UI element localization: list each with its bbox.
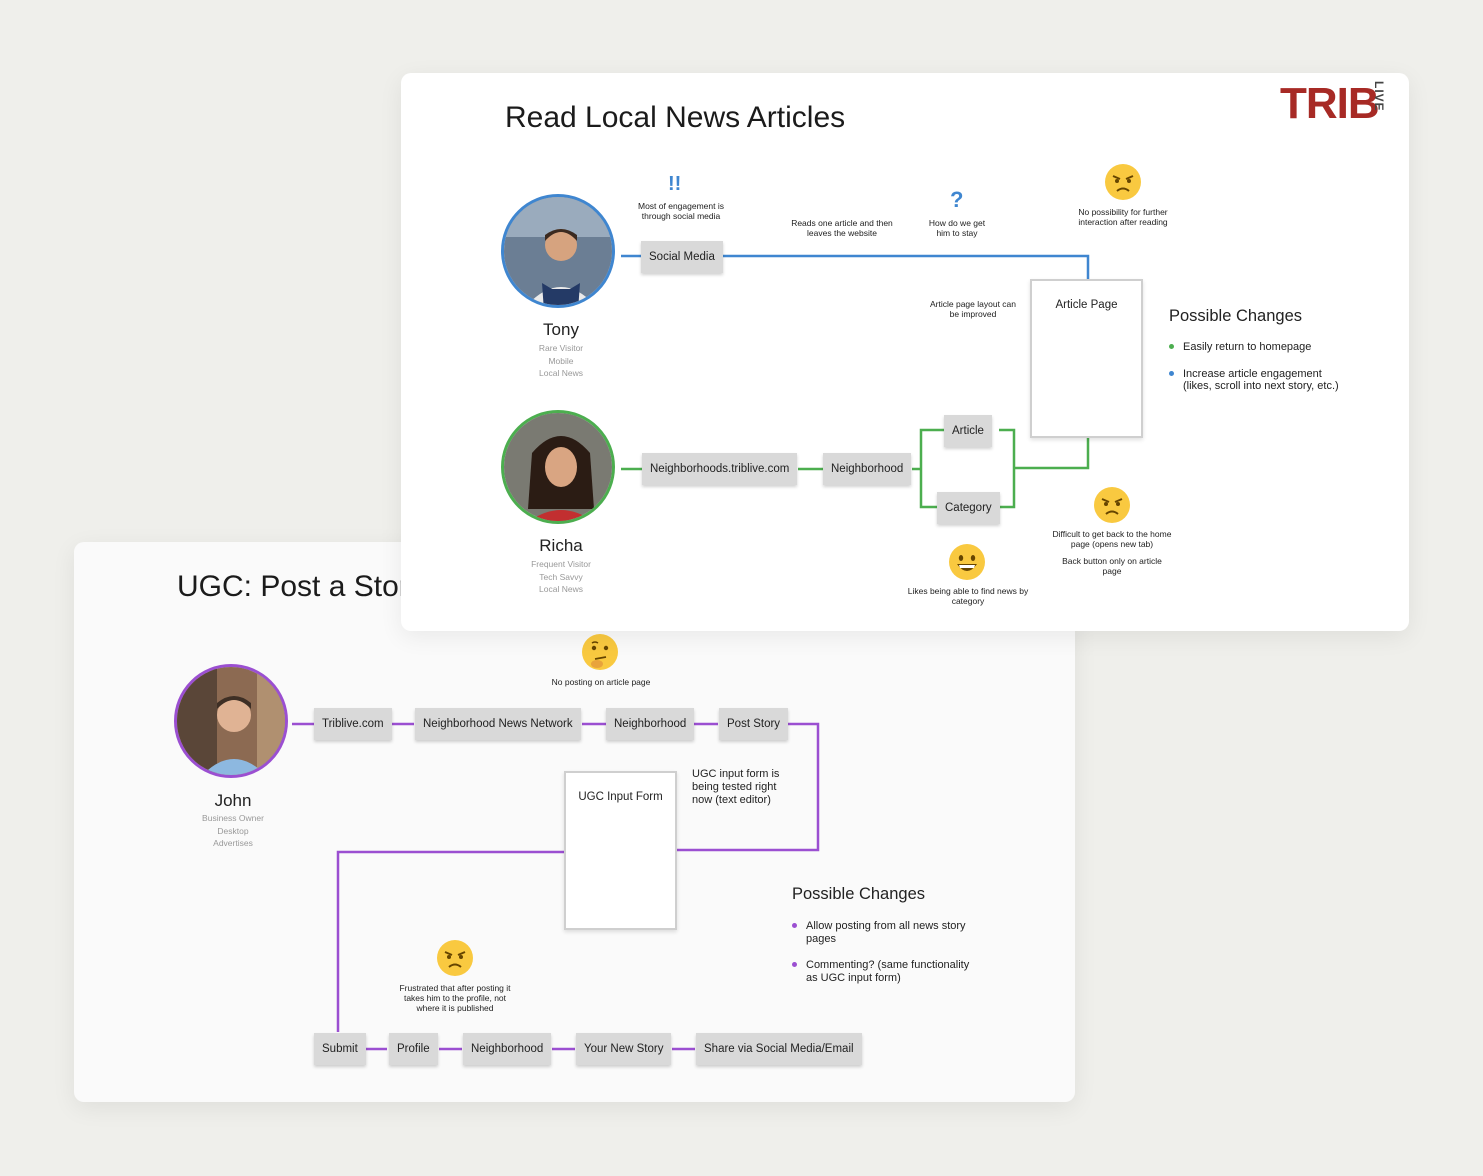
how-stay-note: How do we get him to stay: [928, 218, 986, 238]
neighborhoods-site-node[interactable]: Neighborhoods.triblive.com: [642, 453, 798, 485]
read-changes-title: Possible Changes: [1169, 307, 1302, 325]
angry-face-icon: [1094, 487, 1130, 523]
ugc-tested-note: UGC input form is being tested right now…: [692, 768, 780, 806]
frustrated-note: Frustrated that after posting it takes h…: [399, 983, 511, 1013]
neighborhood-node[interactable]: Neighborhood: [823, 453, 912, 485]
tony-meta: Rare Visitor Mobile Local News: [538, 343, 584, 378]
ugc-journey-card: UGC: Post a Story John Business Owner De…: [74, 542, 1075, 1102]
grinning-face-icon: [949, 544, 985, 580]
reads-one-note: Reads one article and then leaves the we…: [791, 218, 893, 238]
article-page-label: Article Page: [1055, 299, 1118, 311]
network-node[interactable]: Neighborhood News Network: [415, 708, 581, 740]
john-name: John: [214, 791, 252, 810]
tony-avatar: [501, 194, 615, 308]
no-posting-note: No posting on article page: [551, 677, 651, 687]
john-meta: Business Owner Desktop Advertises: [202, 813, 264, 848]
profile-node[interactable]: Profile: [389, 1033, 438, 1065]
layout-improve-note: Article page layout can be improved: [930, 299, 1016, 319]
triblive-logo-sub: LIVE: [1372, 81, 1386, 112]
question-icon: ?: [950, 187, 964, 212]
triblive-logo: TRIB: [1280, 79, 1380, 128]
read-changes-list: Easily return to homepage Increase artic…: [1169, 341, 1339, 407]
ugc-flow-connectors: [292, 722, 820, 1051]
submit-node[interactable]: Submit: [314, 1033, 366, 1065]
ugc-change-item: Allow posting from all news story pages: [792, 920, 972, 945]
neighborhood2-node[interactable]: Neighborhood: [463, 1033, 552, 1065]
ugc-changes-title: Possible Changes: [792, 885, 925, 903]
share-node[interactable]: Share via Social Media/Email: [696, 1033, 862, 1065]
difficult-back-note: Difficult to get back to the home page (…: [1052, 529, 1172, 549]
likes-category-note: Likes being able to find news by categor…: [907, 586, 1029, 606]
tony-name: Tony: [543, 320, 579, 339]
article-node[interactable]: Article: [944, 415, 992, 447]
read-flow-connectors: [621, 254, 1090, 509]
read-news-title: Read Local News Articles: [505, 101, 846, 134]
ugc-changes-list: Allow posting from all news story pages …: [792, 920, 972, 998]
richa-avatar: [501, 410, 615, 524]
angry-face-icon: [1105, 164, 1141, 200]
post-story-node[interactable]: Post Story: [719, 708, 789, 740]
social-media-node[interactable]: Social Media: [641, 241, 723, 273]
article-page-box[interactable]: Article Page: [1030, 279, 1143, 438]
angry-face-icon: [437, 940, 473, 976]
neighborhood-node[interactable]: Neighborhood: [606, 708, 695, 740]
read-news-journey-card: Read Local News Articles TRIB LIVE Tony …: [401, 73, 1409, 631]
john-avatar: [174, 664, 288, 778]
read-change-item: Easily return to homepage: [1169, 341, 1339, 354]
no-interaction-note: No possibility for further interaction a…: [1078, 207, 1168, 227]
exclamation-icon: !!: [668, 173, 682, 195]
read-change-item: Increase article engagement (likes, scro…: [1169, 368, 1339, 393]
engagement-note: Most of engagement is through social med…: [638, 201, 724, 221]
your-story-node[interactable]: Your New Story: [576, 1033, 672, 1065]
category-node[interactable]: Category: [937, 492, 1000, 524]
back-button-note: Back button only on article page: [1062, 556, 1162, 576]
ugc-form-page[interactable]: UGC Input Form: [564, 771, 677, 930]
richa-name: Richa: [539, 536, 583, 555]
triblive-node[interactable]: Triblive.com: [314, 708, 392, 740]
ugc-change-item: Commenting? (same functionality as UGC i…: [792, 959, 972, 984]
ugc-form-label: UGC Input Form: [578, 791, 663, 803]
thinking-face-icon: [582, 634, 618, 670]
richa-meta: Frequent Visitor Tech Savvy Local News: [531, 559, 591, 594]
ugc-title: UGC: Post a Story: [177, 570, 424, 603]
